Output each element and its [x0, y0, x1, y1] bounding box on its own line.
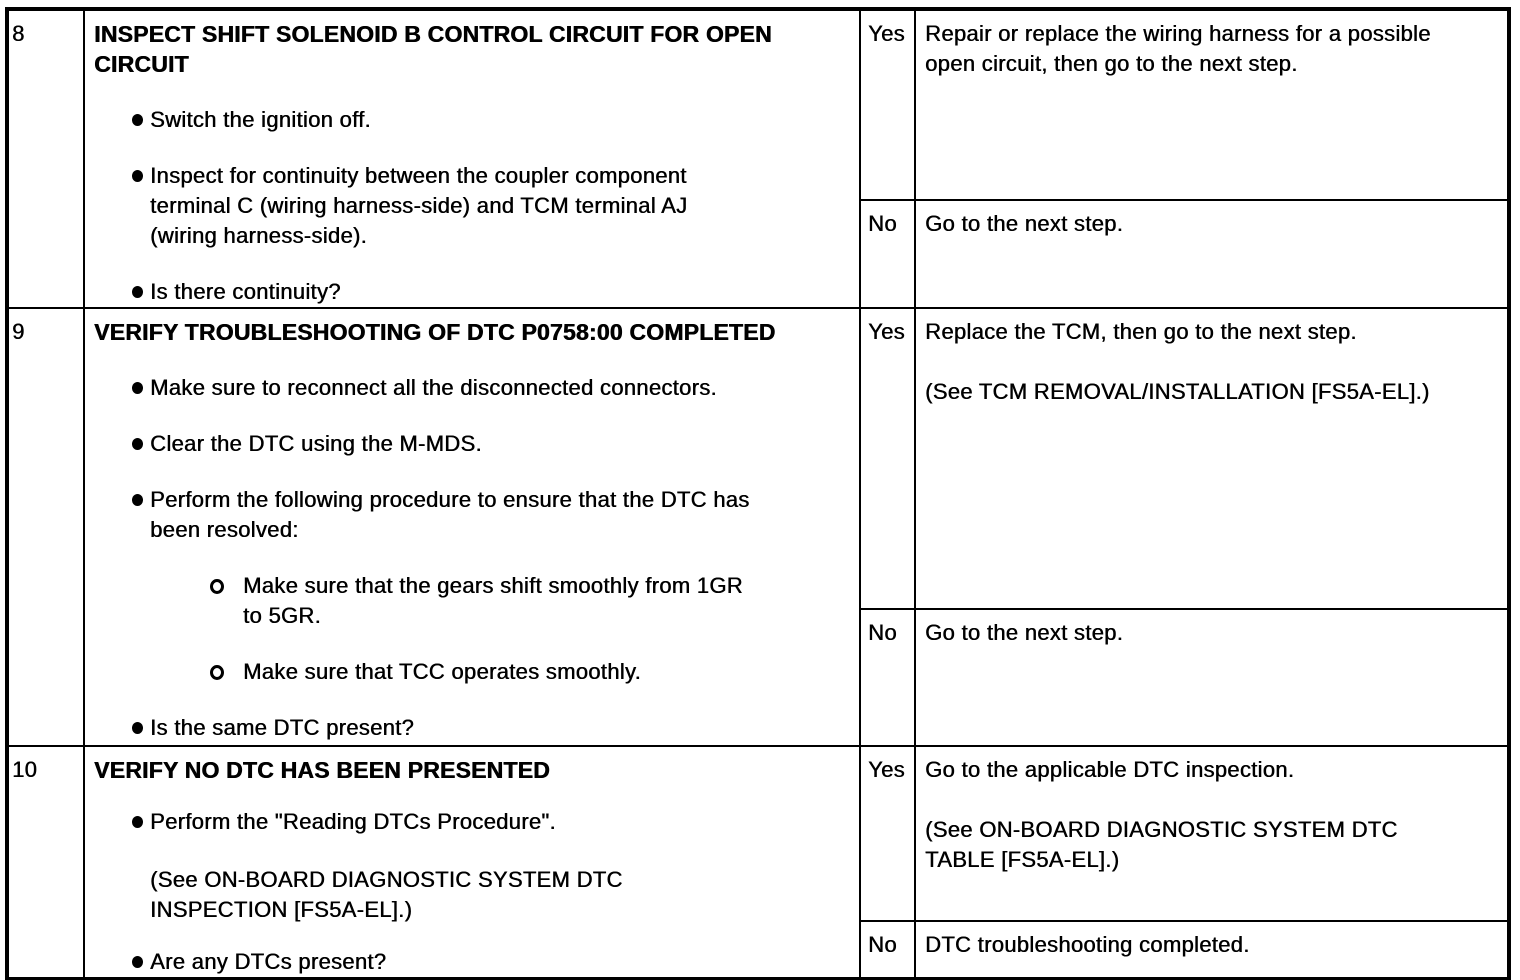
action-bullet: Make sure to reconnect all the disconnec… — [94, 373, 851, 403]
bullet-icon — [132, 286, 143, 298]
action-bullet: Inspect for continuity between the coupl… — [94, 161, 851, 251]
step-number: 8 — [12, 21, 25, 46]
step-9-no-result-cell: Go to the next step. — [914, 608, 1510, 747]
step-8-yes-cell: Yes — [859, 8, 916, 201]
step-10-no-result-cell: DTC troubleshooting completed. — [914, 919, 1510, 980]
troubleshooting-table: 8 INSPECT SHIFT SOLENOID B CONTROL CIRCU… — [5, 7, 1511, 980]
sub-bullet-text: Make sure that TCC operates smoothly. — [243, 659, 641, 684]
step-8-no-cell: No — [859, 198, 916, 310]
action-bullet-list: Switch the ignition off. Inspect for con… — [94, 105, 851, 306]
result-reference: (See TCM REMOVAL/INSTALLATION [FS5A-EL].… — [925, 379, 1430, 404]
bullet-text: Make sure to reconnect all the disconnec… — [150, 375, 717, 400]
bullet-text: Is there continuity? — [150, 279, 341, 304]
step-10-action-cell: VERIFY NO DTC HAS BEEN PRESENTED Perform… — [83, 745, 861, 980]
table-row: 8 INSPECT SHIFT SOLENOID B CONTROL CIRCU… — [6, 8, 1510, 309]
bullet-text: Clear the DTC using the M-MDS. — [150, 431, 482, 456]
bullet-text: Perform the "Reading DTCs Procedure". — [150, 809, 556, 834]
sub-bullet: Make sure that TCC operates smoothly. — [150, 657, 851, 687]
step-10-yes-cell: Yes — [859, 745, 916, 922]
sub-bullet: Make sure that the gears shift smoothly … — [150, 571, 851, 631]
step-number: 9 — [12, 319, 25, 344]
result-text: Repair or replace the wiring harness for… — [925, 21, 1431, 76]
bullet-icon — [132, 382, 143, 394]
result-text: DTC troubleshooting completed. — [925, 931, 1250, 957]
step-8-no-result-cell: Go to the next step. — [914, 198, 1510, 310]
action-bullet-list: Perform the "Reading DTCs Procedure". (S… — [94, 807, 851, 977]
result-text: Go to the applicable DTC inspection. — [925, 757, 1295, 782]
action-title: VERIFY TROUBLESHOOTING OF DTC P0758:00 C… — [94, 319, 776, 345]
step-8-action-cell: INSPECT SHIFT SOLENOID B CONTROL CIRCUIT… — [83, 8, 861, 309]
table-row: No DTC troubleshooting completed. — [7, 919, 1510, 980]
step-10-yes-result-cell: Go to the applicable DTC inspection. (Se… — [914, 745, 1510, 922]
step-8-yes-result-cell: Repair or replace the wiring harness for… — [914, 8, 1510, 201]
bullet-text: Inspect for continuity between the coupl… — [150, 163, 688, 248]
action-bullet: Perform the following procedure to ensur… — [94, 485, 851, 687]
bullet-icon — [132, 494, 143, 506]
yes-label: Yes — [868, 319, 905, 344]
action-bullet: Is the same DTC present? — [94, 713, 851, 743]
result-text: Go to the next step. — [925, 210, 1124, 236]
bullet-text: Is the same DTC present? — [150, 715, 414, 740]
yes-label: Yes — [868, 757, 905, 782]
step-9-yes-result-cell: Replace the TCM, then go to the next ste… — [914, 307, 1510, 610]
no-label: No — [868, 931, 897, 957]
action-bullet: Clear the DTC using the M-MDS. — [94, 429, 851, 459]
bullet-icon — [132, 170, 143, 182]
sub-bullet-text: Make sure that the gears shift smoothly … — [243, 573, 743, 628]
bullet-icon — [132, 438, 143, 450]
step-10-number-cell: 10 — [6, 745, 85, 980]
step-number: 10 — [12, 757, 38, 782]
action-bullet: Switch the ignition off. — [94, 105, 851, 135]
action-title: INSPECT SHIFT SOLENOID B CONTROL CIRCUIT… — [94, 21, 772, 77]
result-reference: (See ON-BOARD DIAGNOSTIC SYSTEM DTC TABL… — [925, 817, 1398, 872]
step-9-action-cell: VERIFY TROUBLESHOOTING OF DTC P0758:00 C… — [83, 307, 861, 747]
bullet-icon — [132, 114, 143, 126]
result-text: Replace the TCM, then go to the next ste… — [925, 319, 1357, 344]
step-8-number-cell: 8 — [6, 8, 85, 309]
no-label: No — [868, 210, 897, 236]
sub-bullet-icon — [210, 665, 224, 680]
table-row: 10 VERIFY NO DTC HAS BEEN PRESENTED Perf… — [6, 745, 1510, 980]
no-label: No — [868, 620, 897, 645]
action-bullet: Are any DTCs present? — [94, 947, 851, 977]
action-bullet-list: Make sure to reconnect all the disconnec… — [94, 373, 851, 743]
step-9-no-cell: No — [859, 608, 916, 747]
table-row: No Go to the next step. — [7, 198, 1510, 310]
step-9-yes-cell: Yes — [859, 307, 916, 610]
bullet-text: Are any DTCs present? — [150, 949, 387, 974]
bullet-text: Switch the ignition off. — [150, 107, 371, 132]
bullet-text: Perform the following procedure to ensur… — [150, 487, 750, 542]
action-bullet: Is there continuity? — [94, 277, 851, 306]
table-row: No Go to the next step. — [7, 608, 1510, 747]
step-9-number-cell: 9 — [6, 307, 85, 747]
bullet-reference: (See ON-BOARD DIAGNOSTIC SYSTEM DTC INSP… — [150, 867, 623, 922]
yes-label: Yes — [868, 21, 905, 46]
sub-bullet-list: Make sure that the gears shift smoothly … — [150, 571, 851, 687]
sub-bullet-icon — [210, 579, 224, 594]
table-row: 9 VERIFY TROUBLESHOOTING OF DTC P0758:00… — [6, 307, 1510, 747]
action-bullet: Perform the "Reading DTCs Procedure". (S… — [94, 807, 851, 925]
result-text: Go to the next step. — [925, 620, 1124, 645]
bullet-icon — [132, 722, 143, 734]
bullet-icon — [132, 956, 143, 968]
step-10-no-cell: No — [859, 919, 916, 980]
bullet-icon — [132, 816, 143, 828]
action-title: VERIFY NO DTC HAS BEEN PRESENTED — [94, 757, 550, 783]
